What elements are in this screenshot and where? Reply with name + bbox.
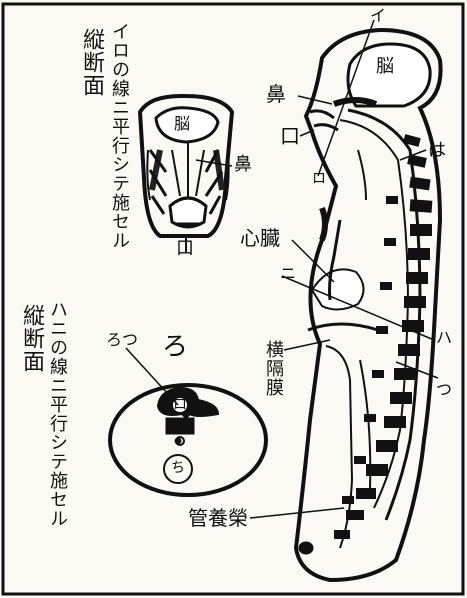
- label-brain-head: 脳: [174, 116, 190, 132]
- label-i: イ: [370, 8, 386, 24]
- label-tsu: つ: [436, 382, 452, 398]
- label-mouth-head: 口: [176, 240, 194, 258]
- label-ro-circle: ロ: [173, 398, 187, 412]
- torso-cross-section: [110, 385, 266, 495]
- label-ha-kata: ハ: [436, 330, 452, 346]
- heart-cavity: [312, 269, 364, 309]
- label-brain-main: 脳: [376, 58, 394, 76]
- label-ro-hira: ろ: [162, 334, 188, 360]
- label-chi-circle: ち: [171, 461, 185, 475]
- leader-oukakumaku: [284, 340, 330, 350]
- caption-bottom-left-b: ハニの線ニ平行シテ施セル: [48, 300, 66, 528]
- label-mouth-main: 口: [280, 126, 300, 146]
- label-heart: 心臓: [240, 228, 280, 248]
- label-rotsu: ろつ: [106, 332, 138, 348]
- label-diaphragm: 横隔膜: [264, 340, 282, 397]
- caption-top-left-a: 縦断面: [80, 28, 102, 97]
- label-nose-main: 鼻: [266, 84, 286, 104]
- caption-bottom-left-a: 縦断面: [20, 304, 42, 373]
- label-ha-hira: は: [428, 142, 446, 160]
- leader-eiyoukan: [250, 508, 344, 518]
- label-nose-head: 鼻: [234, 156, 252, 174]
- label-ni: ニ: [280, 266, 296, 282]
- label-ro-main: ロ: [312, 172, 326, 186]
- caption-top-left-b: イロの線ニ平行シテ施セル: [110, 22, 128, 250]
- label-nutrition-tube: 管養榮: [188, 508, 248, 528]
